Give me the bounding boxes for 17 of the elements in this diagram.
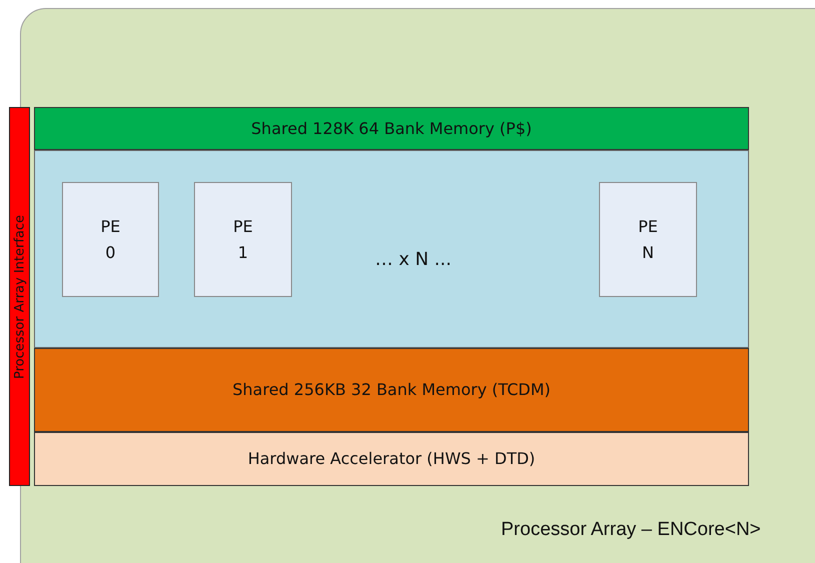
cluster-area (34, 150, 749, 348)
pe-label: PE 1 (232, 216, 254, 264)
block-label: Shared 128K 64 Bank Memory (P$) (251, 118, 532, 140)
block-label: Hardware Accelerator (HWS + DTD) (248, 448, 536, 470)
interface-label: Processor Array Interface (12, 214, 27, 379)
pe-box (194, 182, 292, 297)
memory-bar (34, 107, 749, 150)
repeat-label: … x N ... (375, 249, 452, 270)
pe-label: PE N (637, 216, 659, 264)
interface-bar (9, 107, 30, 486)
pe-box (599, 182, 697, 297)
array-title: Processor Array – ENCore<N> (501, 519, 761, 541)
pe-label: PE 0 (100, 216, 122, 264)
pe-box (62, 182, 159, 297)
block-label: Shared 256KB 32 Bank Memory (TCDM) (232, 379, 550, 401)
accelerator-bar (34, 432, 749, 486)
memory-bar (34, 348, 749, 432)
